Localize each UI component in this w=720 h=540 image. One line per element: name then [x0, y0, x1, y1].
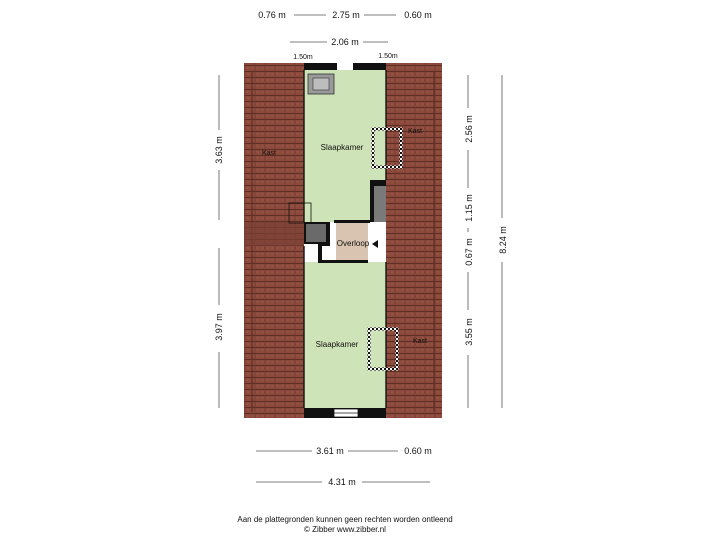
bedroom-lower-area	[304, 262, 386, 408]
label-closet-right-lower: Kast	[413, 338, 427, 345]
dim-top-small-right: 1.50m	[378, 53, 398, 60]
dim-top-right: 0.60 m	[404, 10, 432, 20]
dim-right-2: 1.15 m	[464, 194, 474, 222]
dim-top-mid: 2.06 m	[331, 37, 359, 47]
label-bedroom-lower: Slaapkamer	[316, 340, 359, 349]
label-landing: Overloop	[337, 239, 370, 248]
top-dimension-row: 0.76 m 2.75 m 0.60 m	[258, 10, 432, 20]
dim-bottom-left: 3.61 m	[316, 446, 344, 456]
dim-top-left: 0.76 m	[258, 10, 286, 20]
dim-bottom-total: 4.31 m	[328, 477, 356, 487]
roof-right	[386, 63, 442, 418]
top-mid-dimension: 2.06 m 1.50m 1.50m	[290, 37, 398, 61]
dim-right-4: 3.55 m	[464, 318, 474, 346]
right-dimensions: 2.56 m 1.15 m 0.67 m 3.55 m 8.24 m	[464, 75, 508, 408]
skylight-upper	[371, 127, 403, 169]
dim-right-1: 2.56 m	[464, 115, 474, 143]
dim-right-total: 8.24 m	[498, 226, 508, 254]
left-dimensions: 3.63 m 3.97 m	[214, 75, 224, 408]
bottom-dimensions: 3.61 m 0.60 m 4.31 m	[256, 446, 432, 487]
dim-right-3: 0.67 m	[464, 238, 474, 266]
dim-left-upper: 3.63 m	[214, 136, 224, 164]
dim-bottom-right: 0.60 m	[404, 446, 432, 456]
stair-arrow-icon	[372, 240, 378, 248]
label-closet-right-upper: Kast	[408, 128, 422, 135]
label-closet-left: Kast	[262, 150, 276, 157]
label-bedroom-upper: Slaapkamer	[321, 143, 364, 152]
dim-left-lower: 3.97 m	[214, 313, 224, 341]
dim-top-center: 2.75 m	[332, 10, 360, 20]
dim-top-small-left: 1.50m	[293, 54, 313, 61]
disclaimer-text: Aan de plattegronden kunnen geen rechten…	[237, 515, 453, 524]
landing-area	[336, 222, 368, 262]
skylight-lower	[367, 327, 399, 371]
copyright-text: © Zibber www.zibber.nl	[304, 525, 386, 534]
